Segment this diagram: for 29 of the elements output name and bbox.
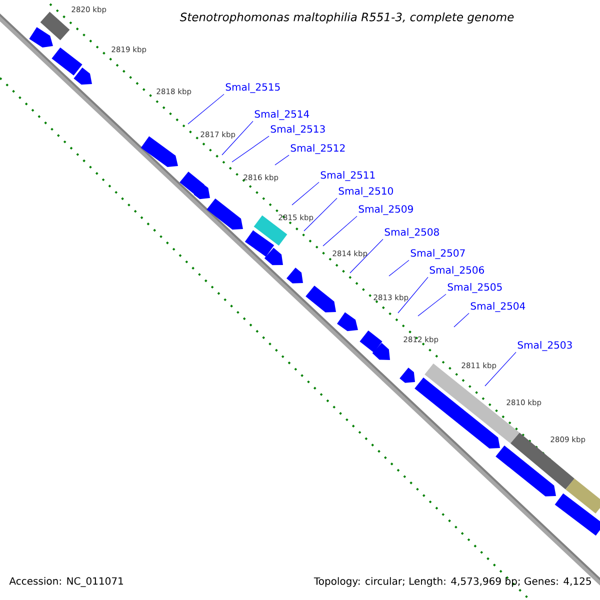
- gene-label: Smal_2505: [448, 283, 502, 293]
- gene-label: Smal_2511: [320, 171, 375, 181]
- leader-line: [188, 94, 224, 124]
- leader-line: [222, 120, 254, 156]
- footer-text: Accession: NC_011071: [9, 577, 123, 587]
- leader-line: [274, 154, 290, 166]
- leader-line: [418, 294, 446, 316]
- gene-label: Smal_2515: [226, 83, 280, 93]
- leader-line: [322, 216, 358, 246]
- leader-line: [398, 276, 428, 314]
- gene-label: Smal_2510: [338, 187, 393, 197]
- leader-line: [484, 352, 516, 386]
- gene-label: Smal_2514: [254, 110, 310, 120]
- leader-line: [388, 260, 410, 276]
- leader-line: [454, 312, 470, 328]
- footer-text: Topology: circular; Length: 4,573,969 bp; Genes: 4,125: [314, 577, 591, 587]
- gene-label: Smal_2504: [470, 302, 526, 312]
- gene-label: Smal_2512: [290, 144, 345, 154]
- leader-line: [304, 198, 338, 232]
- leader-line: [350, 238, 384, 274]
- gene-label: Smal_2508: [384, 228, 439, 238]
- leader-line: [232, 136, 270, 162]
- gene-label: Smal_2509: [358, 205, 413, 215]
- gene-label: Smal_2507: [410, 249, 465, 259]
- gene-label: Smal_2513: [270, 125, 325, 135]
- leader-line: [292, 182, 320, 206]
- title: Stenotrophomonas maltophilia R551-3, complete genome: [180, 12, 514, 24]
- gene-label: Smal_2503: [518, 341, 572, 351]
- gene-label: Smal_2506: [430, 266, 484, 276]
